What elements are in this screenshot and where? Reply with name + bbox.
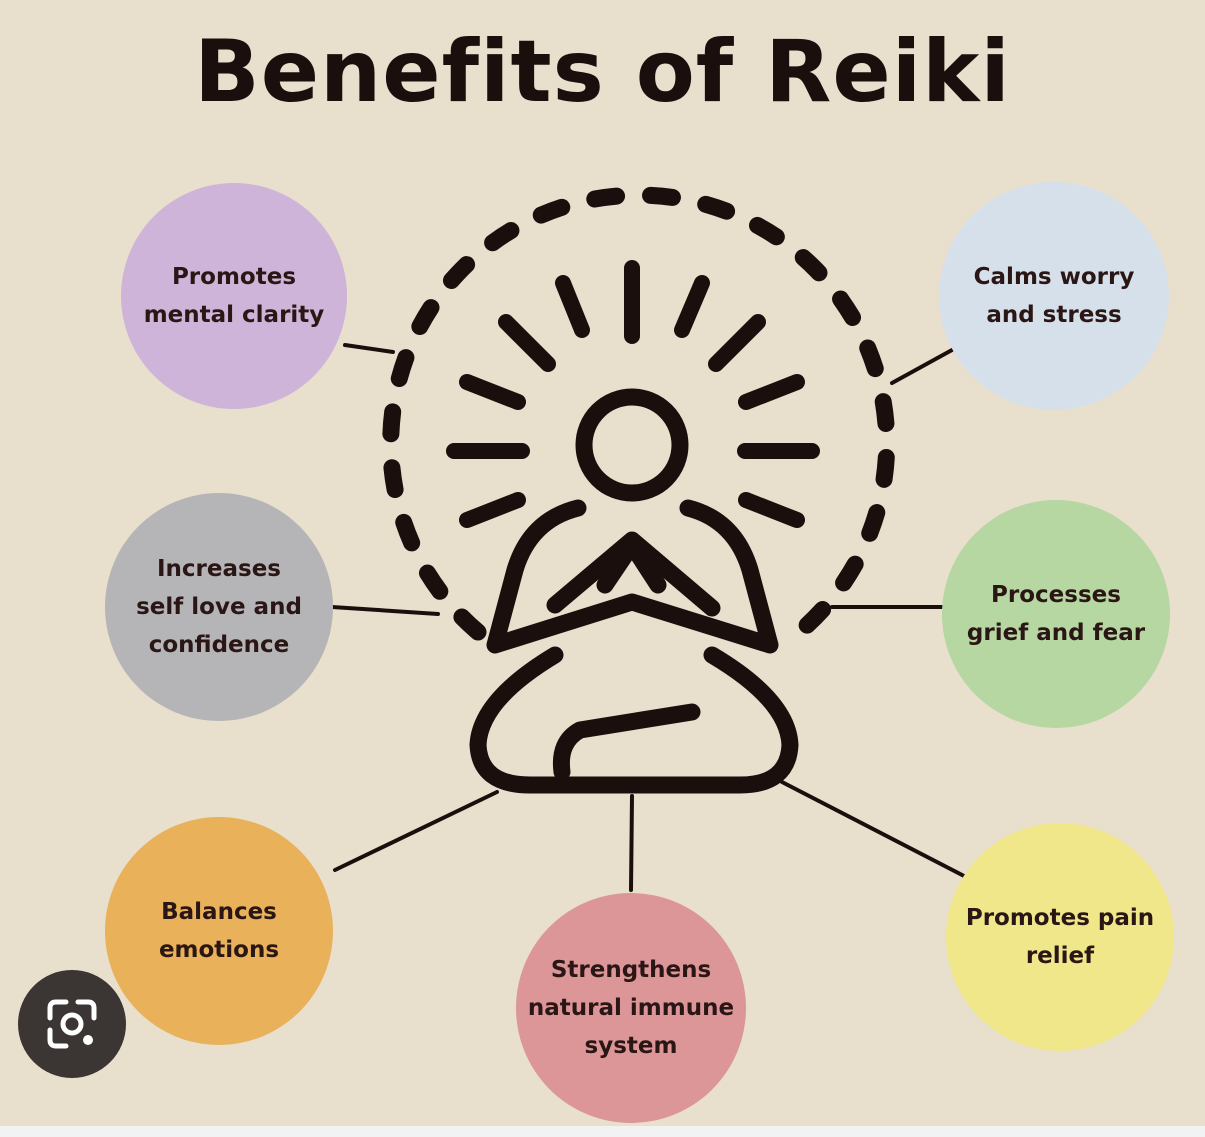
bottom-bar <box>0 1126 1205 1137</box>
benefit-label: Balances emotions <box>158 899 280 963</box>
energy-rays <box>446 260 820 528</box>
benefit-pain-relief: Promotes pain relief <box>946 823 1174 1051</box>
meditating-person-icon <box>469 388 799 794</box>
benefit-mental-clarity: Promotes mental clarity <box>121 183 347 409</box>
benefit-label: Processes grief and fear <box>966 582 1146 646</box>
benefit-emotions: Balances emotions <box>105 817 333 1045</box>
connector-immune <box>629 794 634 892</box>
benefit-label: Calms worry and stress <box>973 264 1135 328</box>
connector-pain-relief <box>780 780 968 879</box>
page-title: Benefits of Reiki <box>194 22 1011 122</box>
dashed-aura-ring <box>382 186 896 641</box>
benefit-calms-worry: Calms worry and stress <box>939 182 1169 410</box>
benefit-label: Promotes mental clarity <box>143 264 325 328</box>
connector-self-love <box>330 605 440 616</box>
connector-calms-worry <box>890 348 954 385</box>
benefit-grief-fear: Processes grief and fear <box>942 500 1170 728</box>
benefit-label: Promotes pain relief <box>965 905 1155 969</box>
benefit-immune: Strengthens natural immune system <box>516 893 746 1123</box>
camera-search-icon <box>47 999 97 1049</box>
connector-mental-clarity <box>343 343 395 354</box>
connector-emotions <box>333 790 499 872</box>
lens-search-button[interactable] <box>18 970 126 1078</box>
benefit-self-love: Increases self love and confidence <box>105 493 333 721</box>
benefit-label: Increases self love and confidence <box>136 556 302 658</box>
benefit-label: Strengthens natural immune system <box>527 957 735 1059</box>
